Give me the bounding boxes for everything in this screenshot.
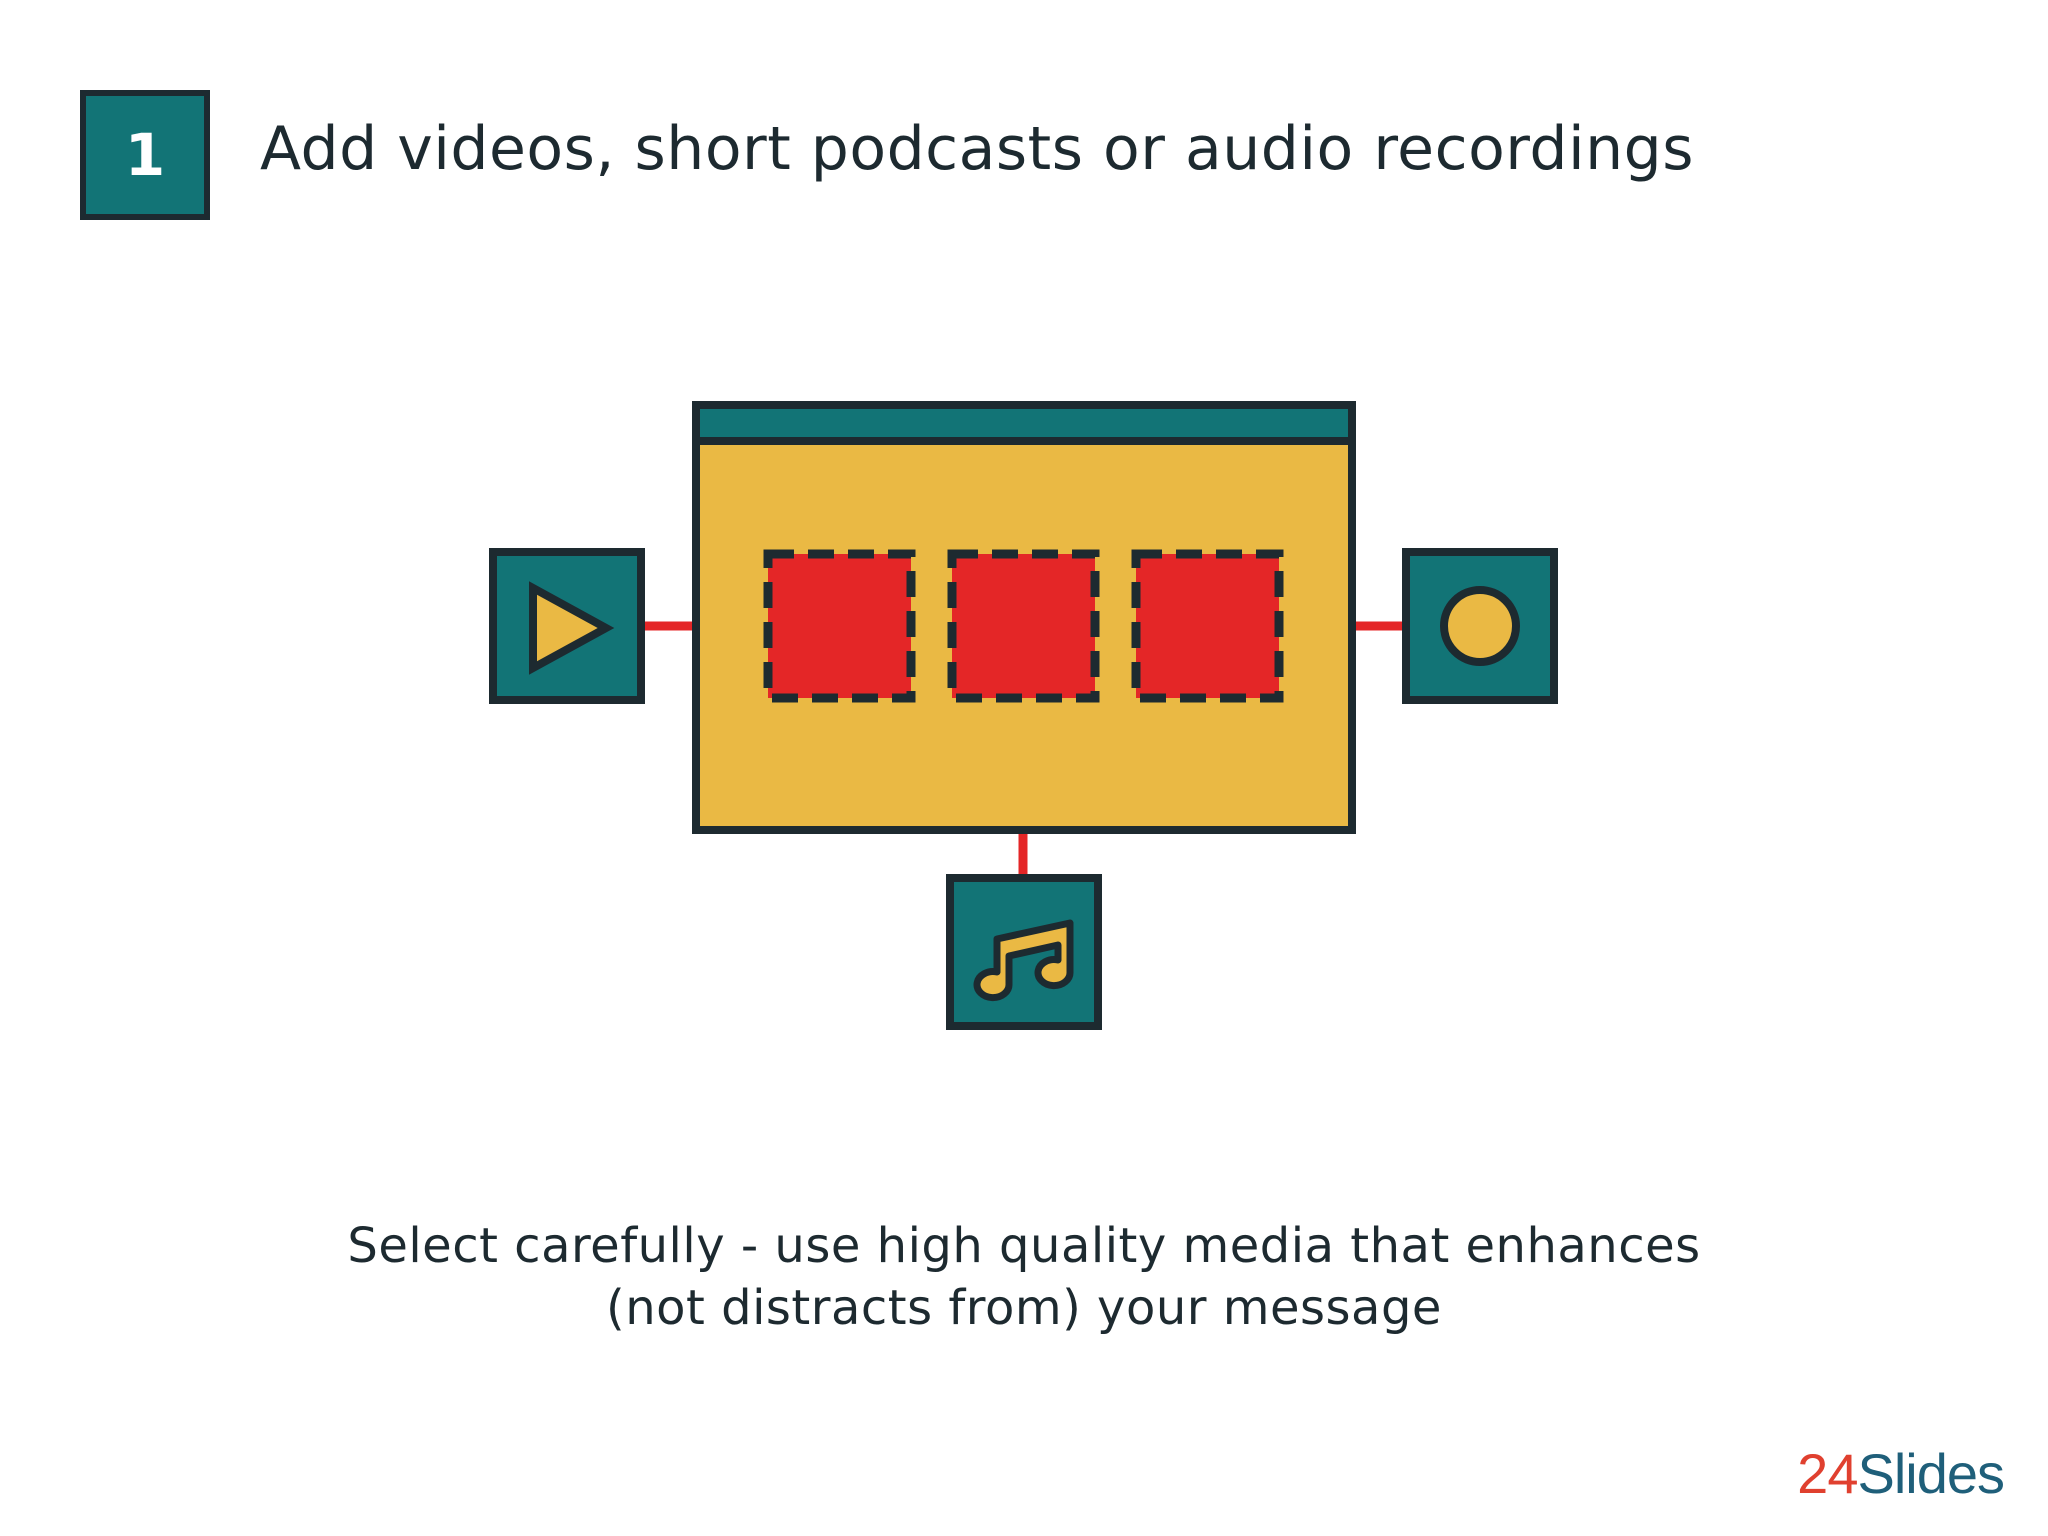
play-icon: [489, 548, 645, 704]
step-number-badge: 1: [80, 90, 210, 220]
brand-logo: 24Slides: [1797, 1441, 2005, 1506]
caption-line-1: Select carefully - use high quality medi…: [347, 1218, 1701, 1274]
brand-number: 24: [1797, 1442, 1858, 1505]
caption-line-2: (not distracts from) your message: [606, 1280, 1442, 1336]
page-title: Add videos, short podcasts or audio reco…: [260, 114, 1695, 184]
music-note-icon: [946, 874, 1102, 1030]
media-slot: [947, 549, 1100, 703]
brand-word: Slides: [1857, 1442, 2005, 1505]
media-window-titlebar: [692, 401, 1356, 445]
record-icon: [1402, 548, 1558, 704]
media-slot: [763, 549, 916, 703]
media-slot: [1131, 549, 1284, 703]
caption: Select carefully - use high quality medi…: [0, 1215, 2048, 1339]
